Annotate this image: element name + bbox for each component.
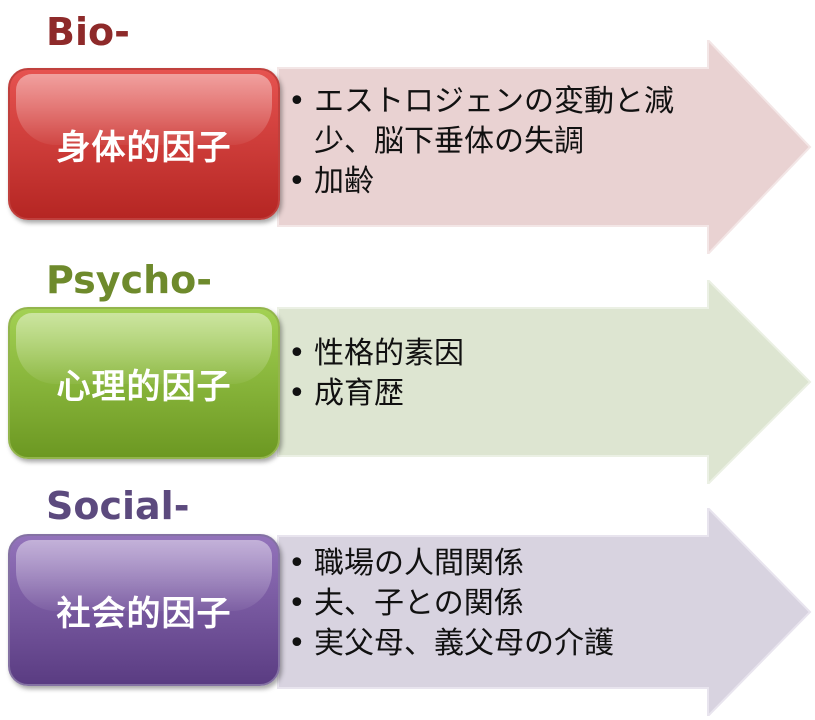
social-bullet-list: 職場の人間関係 夫、子との関係 実父母、義父母の介護 [286,544,696,664]
psycho-factor-box: 心理的因子 [8,307,280,459]
bio-bullet-item: 加齢 [286,162,696,202]
bio-factor-label: 身体的因子 [56,127,232,168]
social-factor-label: 社会的因子 [56,593,232,634]
bio-row: Bio- 身体的因子 エストロジェンの変動と減少、脳下垂体の失調 加齢 [0,0,815,254]
social-label: Social- [46,484,190,528]
psycho-bullet-item: 性格的素因 [286,334,696,374]
psycho-bullet-list: 性格的素因 成育歴 [286,334,696,414]
social-bullet-item: 夫、子との関係 [286,584,696,624]
bio-bullet-list: エストロジェンの変動と減少、脳下垂体の失調 加齢 [286,82,696,202]
social-bullet-item: 職場の人間関係 [286,544,696,584]
bio-label: Bio- [46,10,130,54]
social-bullet-item: 実父母、義父母の介護 [286,624,696,664]
psycho-row: Psycho- 心理的因子 性格的素因 成育歴 [0,250,815,485]
psycho-label: Psycho- [46,258,213,302]
bio-bullet-item: エストロジェンの変動と減少、脳下垂体の失調 [286,82,696,162]
bio-factor-box: 身体的因子 [8,68,280,220]
social-row: Social- 社会的因子 職場の人間関係 夫、子との関係 実父母、義父母の介護 [0,478,815,720]
social-factor-box: 社会的因子 [8,534,280,686]
psycho-factor-label: 心理的因子 [56,366,232,407]
psycho-bullet-item: 成育歴 [286,374,696,414]
